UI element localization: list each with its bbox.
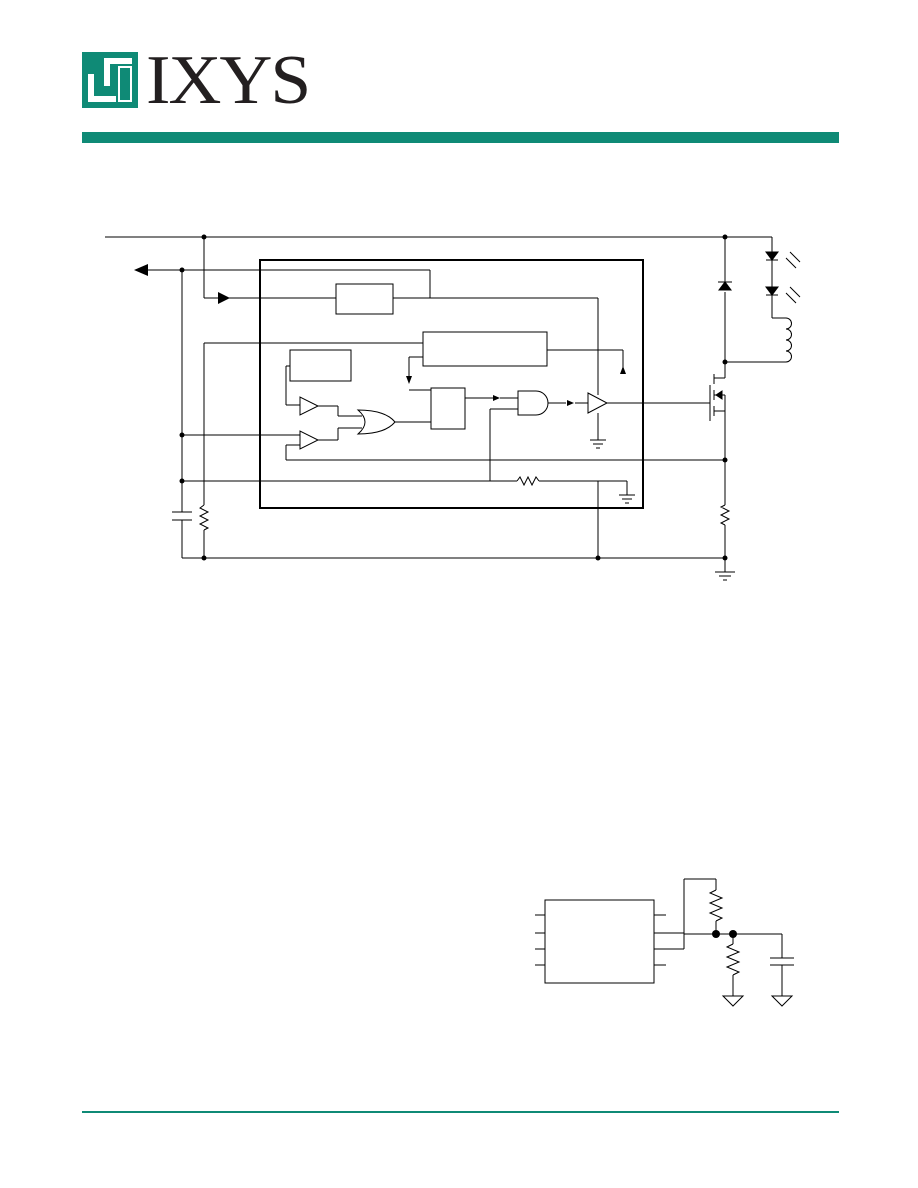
header-rule [82,132,839,143]
logo-text: IXYS [146,42,311,119]
footer-rule [82,1111,839,1113]
ixys-logo-icon [82,52,138,108]
